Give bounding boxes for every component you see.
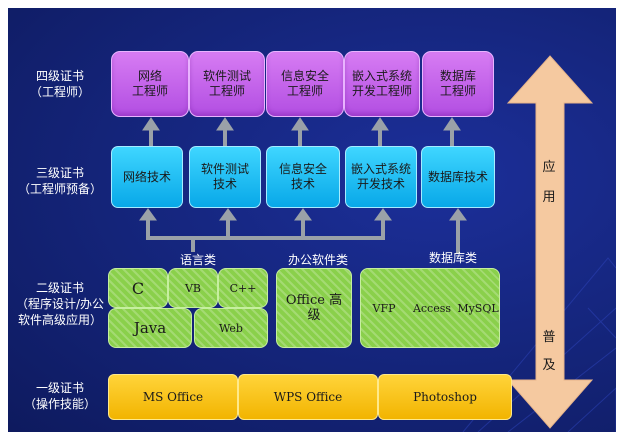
database-connector <box>449 208 467 254</box>
arrow-lang-embedded <box>374 208 392 240</box>
arrow-lang-softtest <box>219 208 237 240</box>
level3-to-level4-arrows <box>142 117 461 146</box>
level4-embedded-line2: 开发工程师 <box>351 84 412 98</box>
language-bracket <box>139 208 392 252</box>
level4-security-line2: 工程师 <box>286 84 323 98</box>
level2-mysql: MySQL <box>457 301 499 315</box>
level3-embedded-tech: 嵌入式系统开发技术 <box>345 146 417 208</box>
level3-label-line2: （工程师预备） <box>17 182 102 196</box>
diagram-panel: 四级证书 （工程师） 三级证书 （工程师预备） 二级证书 （程序设计/办公 软件… <box>8 8 616 432</box>
level2-vfp: VFP <box>372 301 396 315</box>
level4-softtest-engineer: 软件测试工程师 <box>189 51 265 117</box>
level4-label-line1: 四级证书 <box>35 69 84 83</box>
level4-network-line1: 网络 <box>137 69 162 83</box>
arrow-lang-security <box>294 208 312 240</box>
level1-wps-office: WPS Office <box>238 374 378 420</box>
level3-label: 三级证书 （工程师预备） <box>8 165 112 197</box>
group-label-language: 语言类 <box>179 253 216 267</box>
level3-softtest-tech: 软件测试技术 <box>189 146 261 208</box>
level2-label-line2: （程序设计/办公 <box>15 297 105 311</box>
group-label-database: 数据库类 <box>428 251 477 265</box>
arrow-lang-network <box>139 208 157 240</box>
arrow-network-up <box>142 117 160 146</box>
connector-layer <box>139 55 616 432</box>
level1-label-line1: 一级证书 <box>35 381 84 395</box>
level3-softtest-line1: 软件测试 <box>200 162 249 176</box>
level1-label-line2: （操作技能） <box>23 397 96 411</box>
level3-database-tech: 数据库技术 <box>421 146 495 208</box>
level3-security-tech: 信息安全技术 <box>266 146 340 208</box>
level4-database-line2: 工程师 <box>439 84 476 98</box>
level3-security-line1: 信息安全 <box>278 162 327 176</box>
arrow-security-up <box>291 117 309 146</box>
level4-label-line2: （工程师） <box>29 85 90 99</box>
arrow-database-up <box>443 117 461 146</box>
level2-office-line2: 级 <box>307 308 321 323</box>
level4-security-line1: 信息安全 <box>280 69 329 83</box>
side-arrow-text-top2: 用 <box>542 190 556 205</box>
arrow-softtest-up <box>216 117 234 146</box>
side-arrow-text-top1: 应 <box>542 160 556 175</box>
level4-softtest-line2: 工程师 <box>208 84 245 98</box>
level4-database-line1: 数据库 <box>439 69 476 83</box>
level2-java: Java <box>108 308 192 348</box>
level4-label: 四级证书 （工程师） <box>8 68 112 100</box>
level4-network-engineer: 网络工程师 <box>111 51 189 117</box>
level2-database-group <box>360 268 500 348</box>
side-arrow-text-bottom2: 及 <box>542 358 556 373</box>
level3-label-line1: 三级证书 <box>35 166 84 180</box>
level1-photoshop: Photoshop <box>378 374 512 420</box>
level2-label-line3: 软件高级应用） <box>17 313 102 327</box>
level4-database-engineer: 数据库工程师 <box>422 51 494 117</box>
side-arrow-text-bottom1: 普 <box>542 330 556 345</box>
arrow-embedded-up <box>371 117 389 146</box>
level1-ms-office: MS Office <box>108 374 238 420</box>
level4-softtest-line1: 软件测试 <box>202 69 251 83</box>
level2-office-line1: Office 高 <box>285 293 343 308</box>
level2-c: C <box>108 268 168 308</box>
level2-web: Web <box>194 308 268 348</box>
level4-embedded-line1: 嵌入式系统 <box>351 69 412 83</box>
level2-office-advanced: Office 高级 <box>276 268 352 348</box>
level4-embedded-engineer: 嵌入式系统开发工程师 <box>344 51 420 117</box>
level3-security-line2: 技术 <box>290 177 315 191</box>
level4-security-engineer: 信息安全工程师 <box>266 51 344 117</box>
side-double-arrow <box>506 55 594 429</box>
level3-network-line1: 网络技术 <box>122 169 171 184</box>
level2-label-line1: 二级证书 <box>35 281 84 295</box>
level3-softtest-line2: 技术 <box>212 177 237 191</box>
level3-database-line1: 数据库技术 <box>427 169 488 184</box>
level4-network-line2: 工程师 <box>131 84 168 98</box>
level3-network-tech: 网络技术 <box>111 146 183 208</box>
level3-embedded-line2: 开发技术 <box>356 177 405 191</box>
level2-cpp: C++ <box>218 268 268 308</box>
level2-label: 二级证书 （程序设计/办公 软件高级应用） <box>8 280 112 328</box>
group-label-office: 办公软件类 <box>287 253 348 267</box>
level1-label: 一级证书 （操作技能） <box>8 380 112 412</box>
level2-access: Access <box>412 301 452 315</box>
level3-embedded-line1: 嵌入式系统 <box>350 162 411 176</box>
level2-vb: VB <box>168 268 218 308</box>
